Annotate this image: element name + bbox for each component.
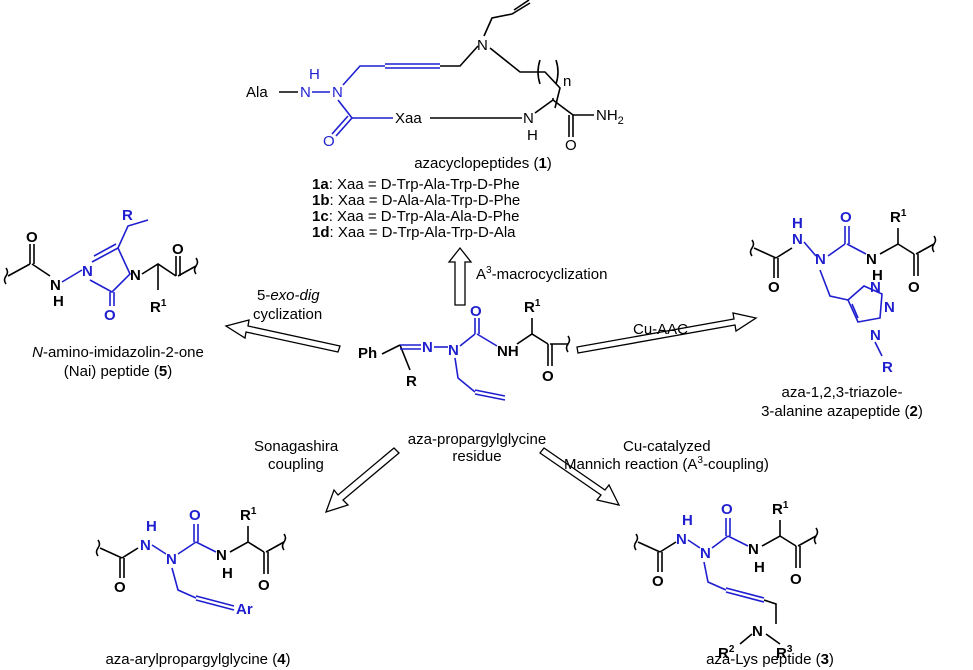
atom-h: H [309, 66, 320, 83]
atom-n: N [422, 339, 433, 356]
aza-lys-peptide-structure: O N H N O N H R1 O N R2 R3 [633, 500, 819, 662]
atom-r: R [122, 207, 133, 224]
compound-5-name-1: N-amino-imidazolin-2-one [32, 344, 204, 361]
atom-n: N [700, 545, 711, 562]
atom-n: N [884, 299, 895, 316]
atom-h: H [146, 518, 157, 535]
label-sonogashira-1: Sonagashira [254, 438, 339, 455]
atom-n: N [870, 327, 881, 344]
xaa-item: 1b: Xaa = D-Ala-Ala-Trp-D-Phe [312, 192, 520, 209]
label-macrocyclization: A3-macrocyclization [476, 265, 607, 283]
atom-n: N [815, 251, 826, 268]
atom-n: N [448, 342, 459, 359]
nai-peptide-structure: O N H N O R N R1 O [3, 207, 199, 324]
atom-h: H [222, 565, 233, 582]
atom-n: N [477, 37, 488, 54]
atom-ar: Ar [236, 601, 253, 618]
atom-r1: R1 [240, 506, 257, 524]
atom-nh: N [50, 277, 61, 294]
atom-h: H [682, 512, 693, 529]
atom-n: N [166, 551, 177, 568]
label-mannich-2: Mannich reaction (A3-coupling) [564, 455, 769, 473]
atom-o: O [189, 507, 201, 524]
atom-r3: R3 [776, 644, 793, 662]
atom-r1: R1 [524, 298, 541, 316]
atom-n: N [676, 531, 687, 548]
atom-n: N [523, 110, 534, 127]
arrow-cuaac [576, 312, 758, 354]
atom-n: N [332, 84, 343, 101]
atom-o: O [908, 279, 920, 296]
atom-n: N [216, 547, 227, 564]
azacyclopeptide-structure: Ala N H N N n O Xaa N H O NH2 [246, 0, 624, 154]
center-name-1: aza-propargylglycine [408, 431, 546, 448]
atom-nh2: NH2 [596, 107, 624, 127]
compound-2-name-2: 3-alanine azapeptide (2) [761, 403, 923, 420]
atom-n: N [300, 84, 311, 101]
atom-h: H [754, 559, 765, 576]
arrow-sonogashira [324, 447, 400, 514]
atom-xaa: Xaa [395, 110, 422, 127]
arrow-mannich [539, 447, 621, 506]
atom-n: N [82, 263, 93, 280]
compound-5-name-2: (Nai) peptide (5) [64, 363, 172, 380]
atom-r1: R1 [772, 500, 789, 518]
atom-r1: R1 [150, 298, 167, 316]
triazole-azapeptide-structure: O N H N O N H R1 O N N N R [749, 208, 937, 376]
atom-h: H [53, 293, 64, 310]
atom-o: O [790, 571, 802, 588]
atom-o: O [172, 241, 184, 258]
xaa-list: 1a: Xaa = D-Trp-Ala-Trp-D-Phe 1b: Xaa = … [312, 176, 520, 241]
compound-3-name: aza-Lys peptide (3) [706, 651, 834, 668]
atom-o: O [114, 579, 126, 596]
atom-o: O [104, 307, 116, 324]
atom-n: N [140, 537, 151, 554]
atom-o: O [565, 137, 577, 154]
xaa-item: 1d: Xaa = D-Trp-Ala-Trp-D-Ala [312, 224, 516, 241]
atom-o: O [721, 501, 733, 518]
atom-n: N [792, 231, 803, 248]
compound-1-name: azacyclopeptides (1) [414, 155, 552, 172]
atom-o: O [840, 209, 852, 226]
atom-o: O [768, 279, 780, 296]
label-cyclization-2: cyclization [253, 306, 322, 323]
atom-r2: R2 [718, 644, 735, 662]
aza-arylpropargylglycine-structure: O N H N O N H R1 O Ar [95, 506, 287, 618]
atom-ala: Ala [246, 84, 268, 101]
atom-n: N [130, 267, 141, 284]
atom-n: N [866, 251, 877, 268]
atom-o: O [470, 303, 482, 320]
compound-4-name: aza-arylpropargylglycine (4) [105, 651, 290, 668]
atom-o: O [652, 573, 664, 590]
atom-h: H [792, 215, 803, 232]
label-sonogashira-2: coupling [268, 456, 324, 473]
atom-h: H [527, 127, 538, 144]
atom-ph: Ph [358, 345, 377, 362]
label-cyclization-1: 5-exo-dig [257, 287, 320, 304]
xaa-item: 1a: Xaa = D-Trp-Ala-Trp-D-Phe [312, 176, 520, 193]
atom-n: N [752, 623, 763, 640]
atom-o: O [26, 229, 38, 246]
atom-r: R [406, 373, 417, 390]
atom-nh: NH [497, 343, 519, 360]
arrow-cyclization [224, 319, 341, 353]
atom-r1: R1 [890, 208, 907, 226]
atom-r: R [882, 359, 893, 376]
aza-propargylglycine-structure: Ph R N N O NH R1 O [358, 298, 571, 401]
atom-h: H [872, 267, 883, 284]
atom-o: O [323, 133, 335, 150]
xaa-item: 1c: Xaa = D-Trp-Ala-Ala-D-Phe [312, 208, 519, 225]
atom-n: N [748, 541, 759, 558]
atom-o: O [258, 577, 270, 594]
compound-2-name-1: aza-1,2,3-triazole- [782, 384, 903, 401]
atom-o: O [542, 368, 554, 385]
subscript-n: n [563, 73, 571, 90]
center-name-2: residue [452, 448, 501, 465]
label-cuaac: Cu-AAC [633, 321, 688, 338]
label-mannich-1: Cu-catalyzed [623, 438, 711, 455]
atom-n: N [870, 279, 881, 296]
arrow-macrocyclization [447, 246, 473, 306]
